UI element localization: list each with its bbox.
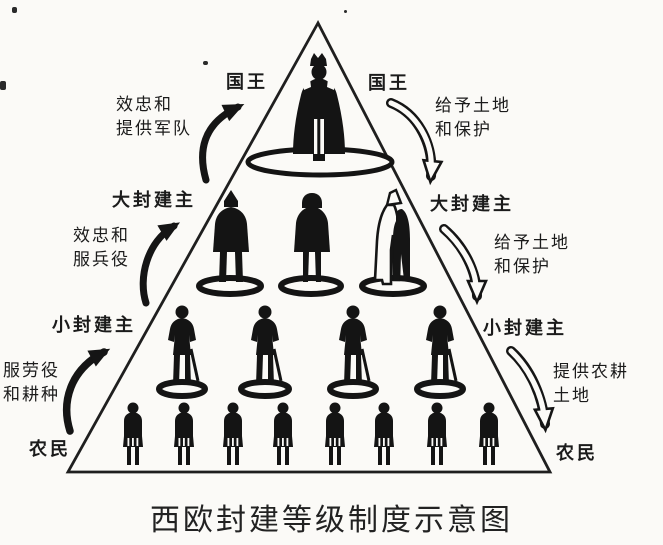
small-lord-figure-icon	[249, 304, 283, 387]
small-lord-platform	[156, 379, 208, 399]
label-small-lord-left: 小封建主	[52, 315, 136, 335]
diagram-caption: 西欧封建等级制度示意图	[150, 504, 513, 537]
arrow-up-loyalty-to-great-lord-icon	[139, 222, 181, 307]
pyramid-outline	[65, 20, 553, 474]
great-lord-figure-icon	[373, 188, 412, 286]
small-lord-figure-icon	[424, 304, 458, 387]
label-king-left: 国王	[226, 72, 268, 92]
label-grant-land-protection-1: 给予土地 和保护	[435, 94, 511, 142]
label-line: 给予土地	[494, 233, 570, 252]
small-lord-platform	[327, 379, 379, 399]
label-line: 给予土地	[435, 96, 511, 115]
peasant-figure-icon	[325, 402, 345, 465]
peasant-figure-icon	[223, 402, 243, 465]
arrow-up-loyalty-to-king-icon	[199, 103, 245, 184]
small-lord-figure-icon	[166, 304, 200, 387]
label-line: 效忠和	[116, 95, 173, 114]
label-great-lord-right: 大封建主	[430, 194, 514, 214]
scan-speck	[203, 61, 208, 65]
label-line: 提供农耕	[553, 362, 629, 381]
label-provide-farmland: 提供农耕 土地	[553, 360, 629, 408]
label-peasant-left: 农民	[29, 439, 71, 459]
label-peasant-right: 农民	[556, 443, 598, 463]
label-labor-cultivation: 服劳役 和耕种	[3, 359, 60, 407]
arrow-up-labor-to-small-lord-icon	[63, 348, 111, 435]
label-line: 和保护	[494, 257, 551, 276]
label-line: 服劳役	[3, 361, 60, 380]
label-line: 提供军队	[116, 119, 192, 138]
label-line: 和保护	[435, 120, 492, 139]
label-great-lord-left: 大封建主	[112, 190, 196, 210]
label-grant-land-protection-2: 给予土地 和保护	[494, 231, 570, 279]
great-lord-figure-icon	[294, 193, 330, 282]
label-line: 效忠和	[73, 226, 130, 245]
label-line: 和耕种	[3, 385, 60, 404]
label-small-lord-right: 小封建主	[483, 318, 567, 338]
peasant-figure-icon	[174, 402, 194, 465]
peasant-figure-icon	[427, 402, 447, 465]
arrow-down-grant-king-icon	[386, 98, 444, 186]
peasant-figure-icon	[273, 402, 293, 465]
peasant-figure-icon	[479, 402, 499, 465]
small-lord-platform	[414, 379, 466, 399]
scan-speck	[0, 81, 6, 90]
peasant-figure-icon	[123, 402, 143, 465]
small-lord-platform	[238, 379, 292, 399]
label-line: 土地	[553, 386, 591, 405]
label-loyalty-military-service: 效忠和 服兵役	[73, 224, 130, 272]
peasant-figure-icon	[374, 402, 394, 465]
scan-speck	[344, 10, 347, 13]
king-figure-icon	[293, 53, 345, 161]
small-lord-figure-icon	[337, 304, 371, 387]
label-king-right: 国王	[368, 73, 410, 93]
arrow-down-grant-small-lord-icon	[506, 346, 555, 434]
scan-speck	[12, 7, 17, 13]
label-line: 服兵役	[73, 250, 130, 269]
great-lord-platform	[196, 275, 264, 297]
great-lord-platform	[278, 275, 344, 297]
arrow-down-grant-great-lord-icon	[439, 224, 488, 306]
label-loyalty-provide-army: 效忠和 提供军队	[116, 93, 192, 141]
